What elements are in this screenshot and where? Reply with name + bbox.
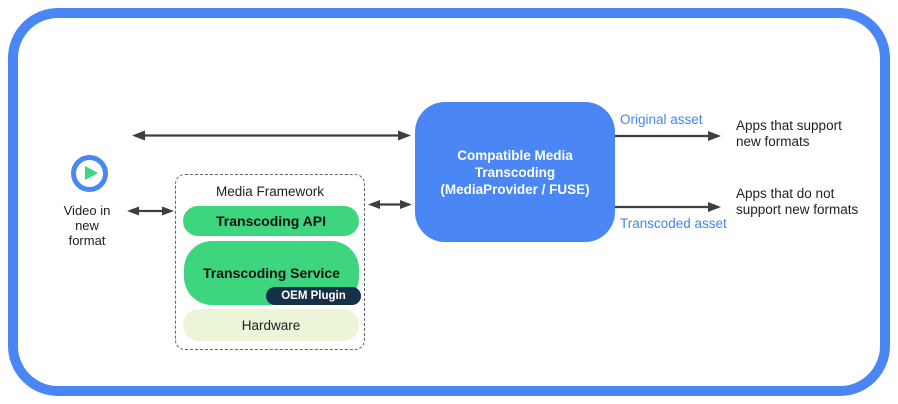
compatible-media-transcoding-box: Compatible Media Transcoding (MediaProvi… <box>415 102 615 242</box>
media-framework-box: Media Framework Transcoding API Transcod… <box>175 174 365 350</box>
diagram-border <box>8 8 890 396</box>
original-asset-label: Original asset <box>620 112 703 127</box>
transcoding-service-layer: Transcoding Service OEM Plugin <box>184 241 361 305</box>
play-icon <box>71 155 108 192</box>
hardware-layer: Hardware <box>183 309 359 341</box>
oem-plugin-chip: OEM Plugin <box>266 287 361 305</box>
video-source-label: Video in new format <box>63 203 111 248</box>
play-triangle-icon <box>85 166 98 180</box>
transcoding-service-label: Transcoding Service <box>203 265 340 281</box>
apps-no-support-label: Apps that do not support new formats <box>736 186 859 217</box>
compatible-media-transcoding-label: Compatible Media Transcoding (MediaProvi… <box>440 147 590 197</box>
apps-support-label: Apps that support new formats <box>736 118 842 149</box>
transcoding-api-layer: Transcoding API <box>183 206 359 236</box>
media-framework-title: Media Framework <box>215 184 325 199</box>
transcoded-asset-label: Transcoded asset <box>620 216 727 231</box>
